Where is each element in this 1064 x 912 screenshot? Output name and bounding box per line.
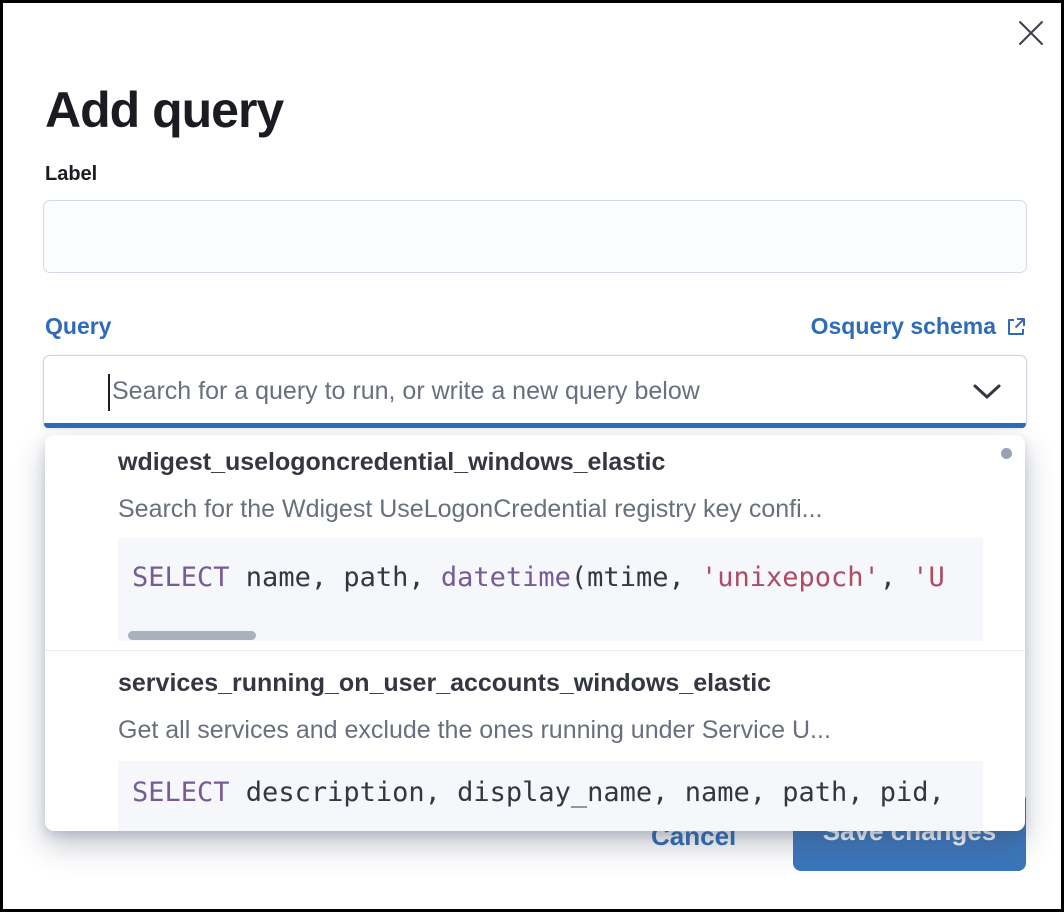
option-description: Get all services and exclude the ones ru…	[118, 716, 831, 744]
code-token: description, display_name, name, path, p…	[229, 777, 945, 808]
osquery-schema-link[interactable]: Osquery schema	[811, 313, 1027, 340]
query-field-label: Query	[45, 313, 112, 339]
option-divider	[45, 650, 1025, 651]
code-token: SELECT	[132, 777, 230, 808]
page-title: Add query	[45, 81, 284, 138]
text-caret	[108, 374, 110, 411]
code-token: SELECT	[132, 562, 230, 593]
osquery-schema-link-label: Osquery schema	[810, 313, 996, 339]
focus-underline	[44, 423, 1026, 428]
horizontal-scrollbar-thumb[interactable]	[128, 631, 256, 640]
vertical-scrollbar-thumb[interactable]	[1001, 448, 1012, 459]
query-field-header: Query Osquery schema	[45, 313, 1027, 340]
option-title[interactable]: wdigest_uselogoncredential_windows_elast…	[118, 448, 666, 476]
label-input[interactable]	[43, 200, 1027, 273]
external-link-icon	[1005, 316, 1027, 338]
query-search-combobox[interactable]	[43, 355, 1027, 428]
code-token: 'U	[912, 562, 945, 593]
code-token: (mtime,	[570, 562, 701, 593]
close-icon	[1018, 20, 1044, 46]
query-search-input[interactable]	[110, 356, 950, 427]
code-token: name, path,	[229, 562, 441, 593]
option-description: Search for the Wdigest UseLogonCredentia…	[118, 495, 823, 523]
chevron-down-icon	[972, 383, 1002, 401]
option-code-snippet[interactable]: SELECT name, path, datetime(mtime, 'unix…	[118, 538, 983, 641]
option-title[interactable]: services_running_on_user_accounts_window…	[118, 669, 772, 697]
code-token: datetime	[440, 562, 571, 593]
query-options-dropdown: wdigest_uselogoncredential_windows_elast…	[45, 435, 1025, 831]
close-button[interactable]	[1013, 15, 1049, 51]
combobox-toggle-button[interactable]	[970, 375, 1004, 409]
label-field-label: Label	[45, 163, 98, 185]
code-token: ,	[879, 562, 913, 593]
option-code-snippet[interactable]: SELECT description, display_name, name, …	[118, 761, 983, 831]
code-token: 'unixepoch'	[700, 562, 880, 593]
